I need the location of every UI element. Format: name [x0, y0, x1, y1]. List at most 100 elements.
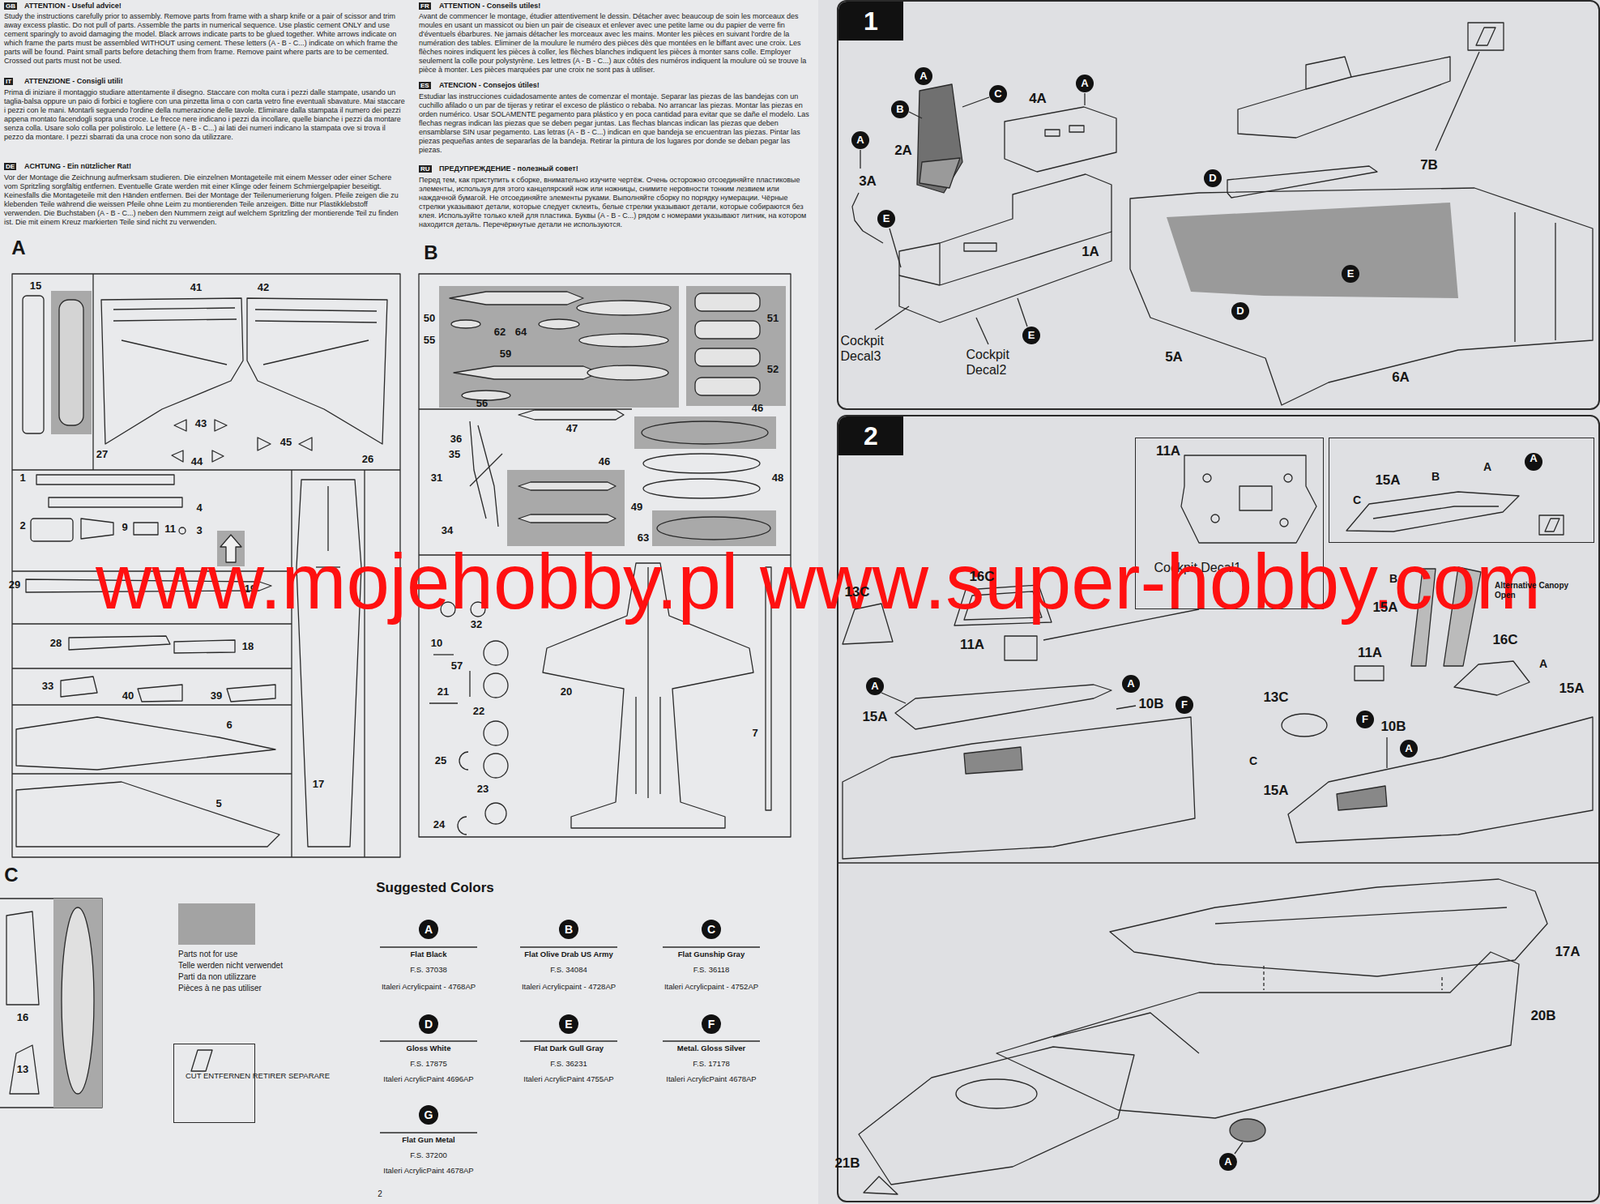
outline-shape [212, 450, 224, 462]
outline-shape [1109, 878, 1548, 977]
part-shape [1069, 125, 1084, 133]
color-code: F.S. 37200 [409, 1151, 447, 1161]
part-callout: 10B [1138, 695, 1164, 713]
section-heading: ATTENTION - Useful advice! [24, 1, 122, 10]
outline-shape [457, 816, 467, 835]
part-letter: C [1249, 754, 1258, 768]
part-shape [59, 299, 84, 426]
section-heading: ATTENZIONE - Consigli utili! [24, 76, 124, 86]
paint-callout: A [1219, 1152, 1238, 1171]
paint-callout: A [866, 677, 884, 696]
leader-line [635, 696, 636, 794]
part-letter: C [1352, 493, 1362, 507]
part-shape [507, 469, 625, 547]
part-number: 5 [215, 797, 222, 811]
sprue-letter: A [11, 236, 26, 260]
outline-shape [1454, 661, 1530, 696]
part-letter: A [1539, 657, 1548, 670]
part-number: 7 [751, 727, 758, 740]
outline-shape [133, 522, 158, 535]
part-number: 13 [17, 1063, 29, 1076]
part-number: 46 [598, 456, 611, 469]
paint-callout: D [1203, 169, 1222, 188]
part-shape [634, 416, 777, 449]
legend-text: Parti da non utilizzare [178, 972, 256, 982]
part-number: 21 [437, 686, 449, 699]
part-callout: 20B [1530, 1007, 1556, 1024]
outline-shape [296, 479, 362, 847]
paint-callout: E [1341, 264, 1360, 283]
leader-line [379, 946, 478, 948]
outline-shape [1227, 166, 1378, 198]
leader-line [379, 1131, 478, 1133]
part-number: 26 [362, 453, 374, 466]
leader-line [92, 273, 94, 470]
part-callout: 4A [1028, 90, 1047, 107]
paint-callout: A [1399, 739, 1418, 758]
leader-line [379, 1040, 478, 1042]
part-number: 47 [566, 422, 578, 436]
paint-callout: B [891, 100, 909, 119]
color-letter: C [701, 919, 722, 939]
part-number: 15 [29, 280, 42, 293]
color-code: Italeri AcrylicPaint 4678AP [665, 1075, 756, 1084]
leader-line [1262, 965, 1264, 990]
leader-line [113, 319, 237, 321]
part-number: 42 [257, 281, 269, 295]
tank-ellipse [643, 478, 760, 499]
wheel-circle [483, 753, 508, 778]
leader-line [12, 469, 401, 470]
part-callout: 6A [1391, 369, 1410, 386]
instruction-text: Vor der Montage die Zeichnung aufmerksam… [4, 173, 406, 227]
outline-shape [137, 684, 183, 702]
part-number: 56 [476, 397, 488, 410]
language-code: GB [4, 2, 18, 10]
part-number: 17 [312, 778, 325, 791]
outline-shape [518, 409, 624, 420]
leader-line [1017, 298, 1028, 327]
outline-shape [919, 157, 960, 188]
leader-line [1305, 76, 1352, 90]
wheel-circle [1284, 473, 1293, 483]
part-number: 35 [448, 448, 461, 461]
part-number: 1 [19, 472, 26, 485]
part-number: 25 [435, 755, 447, 768]
leader-line [962, 97, 990, 107]
part-number: 59 [499, 348, 512, 361]
part-number: 57 [451, 660, 463, 673]
leader-line [1234, 1142, 1243, 1154]
color-title: Suggested Colors [375, 879, 494, 896]
color-letter: F [701, 1014, 722, 1034]
part-letter: A [1483, 460, 1492, 474]
paint-callout: F [1356, 710, 1374, 729]
part-number: 62 [494, 326, 506, 339]
outline-shape [1166, 202, 1459, 299]
outline-shape [996, 951, 1519, 1118]
outline-shape [60, 676, 98, 697]
outline-shape [257, 437, 271, 451]
part-number: 41 [190, 281, 202, 295]
part-number: 11 [164, 523, 176, 536]
wheel-circle [1203, 473, 1212, 483]
swatch-slice [178, 903, 256, 914]
part-number: 40 [122, 690, 134, 703]
leader-line [520, 1040, 618, 1042]
leader-line [12, 704, 292, 705]
outline-shape [453, 366, 600, 380]
part-number: 44 [191, 456, 203, 469]
color-code: F.S. 36118 [693, 965, 730, 975]
part-number: 27 [96, 448, 108, 461]
outline-shape [858, 1046, 1135, 1185]
part-number: 6 [226, 719, 232, 732]
tank-ellipse [451, 320, 481, 329]
part-callout: 15A [861, 708, 888, 726]
part-callout: 10B [1380, 718, 1406, 735]
outline-shape [191, 1049, 213, 1071]
alternative-note: Alternative Canopy Open [1494, 580, 1576, 600]
paint-callout: D [1231, 302, 1250, 320]
part-shape [695, 293, 760, 312]
part-number: 55 [423, 334, 436, 347]
cut-box: CUT ENTFERNEN RETIRER SEPARARE [173, 1043, 256, 1123]
color-name: Flat Olive Drab US Army [524, 950, 613, 960]
part-callout: 11A [1156, 443, 1181, 460]
